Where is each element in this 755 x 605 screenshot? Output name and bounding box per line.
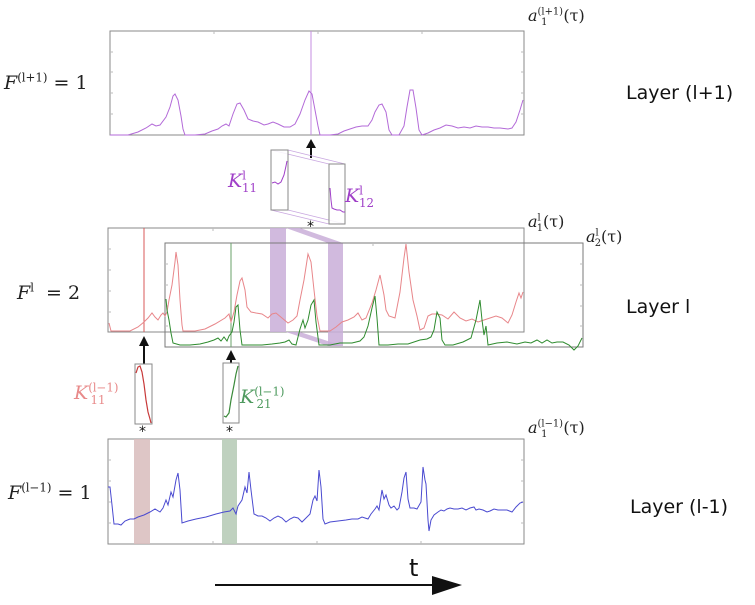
kernel-band-red xyxy=(134,439,150,544)
kernel-sup: l xyxy=(359,183,363,198)
time-axis-label: t xyxy=(409,554,419,582)
layer-label-bottom: Layer (l-1) xyxy=(630,496,729,518)
signal-sup: l xyxy=(537,212,541,224)
feature-rhs: = 2 xyxy=(46,282,81,304)
signal-a1-l xyxy=(108,243,524,332)
convolution-symbol-red: * xyxy=(139,424,146,440)
signal-base: a xyxy=(528,6,538,25)
signal-sup: l xyxy=(595,227,599,239)
signal-a1-l-plus-1 xyxy=(110,89,524,136)
feature-sup: l xyxy=(30,280,34,295)
feature-rhs: = 1 xyxy=(57,482,92,504)
plot-layer-mid-a1 xyxy=(107,227,525,333)
signal-sub: 2 xyxy=(594,238,602,250)
kernel-band-green xyxy=(222,439,237,544)
signal-sup: (l+1) xyxy=(537,6,564,18)
kernel-sub: 11 xyxy=(90,392,106,407)
arrow-red-kernel-up xyxy=(139,336,149,364)
signal-arg: (τ) xyxy=(563,6,585,25)
convolution-symbol-green: * xyxy=(226,424,233,440)
plot-layer-top xyxy=(109,30,525,136)
feature-rhs: = 1 xyxy=(53,72,88,94)
feature-symbol: F xyxy=(8,482,22,504)
signal-label-a1-top: a(l+1)1 (τ) xyxy=(528,6,585,29)
signal-a1-l-minus-1 xyxy=(108,466,524,532)
kernel-sub: 21 xyxy=(256,396,272,411)
feature-count-label-bottom: F(l−1) = 1 xyxy=(8,482,92,504)
signal-label-a2-mid: al2(τ) xyxy=(586,227,623,250)
kernel-red xyxy=(134,363,153,425)
signal-arg: (τ) xyxy=(543,212,565,231)
kernel-base: K xyxy=(345,185,360,207)
signal-sup: (l−1) xyxy=(537,418,564,430)
arrow-green-kernel-up xyxy=(226,350,236,364)
plot-layer-bottom xyxy=(107,438,525,545)
kernel-sub: 12 xyxy=(358,195,374,210)
time-axis-arrow xyxy=(215,576,462,595)
signal-sub: 1 xyxy=(541,429,548,441)
kernel-base: K xyxy=(74,382,89,404)
kernel-label-K21-l-minus-1: K(l−1)21 xyxy=(240,386,285,411)
kernel-pair-top xyxy=(270,149,346,225)
kernel-green xyxy=(222,362,240,424)
signal-base: a xyxy=(528,418,538,437)
kernel-bands-top xyxy=(270,228,343,346)
kernel-box-K12-l xyxy=(328,163,346,225)
layer-label-top: Layer (l+1) xyxy=(626,82,734,104)
signal-a2-l xyxy=(165,295,583,351)
kernel-sup: (l−1) xyxy=(88,380,119,395)
kernel-base: K xyxy=(240,386,255,408)
feature-sup: (l+1) xyxy=(17,70,48,85)
plot-layer-mid-a2 xyxy=(164,242,584,348)
feature-sup: (l−1) xyxy=(21,480,52,495)
kernel-box-K11-l xyxy=(270,149,289,211)
kernel-base: K xyxy=(228,170,243,192)
signal-sub: 1 xyxy=(536,223,544,235)
layer-label-mid: Layer l xyxy=(626,296,691,318)
kernel-sup: l xyxy=(242,168,246,183)
feature-count-label-top: F(l+1) = 1 xyxy=(4,72,88,94)
feature-count-label-mid: Fl = 2 xyxy=(17,282,80,304)
signal-base: a xyxy=(528,212,538,231)
feature-symbol: F xyxy=(4,72,18,94)
signal-base: a xyxy=(586,227,596,246)
kernel-label-K11-l-minus-1: K(l−1)11 xyxy=(74,382,119,407)
signal-label-a1-bottom: a(l−1)1 (τ) xyxy=(528,418,585,441)
signal-label-a1-mid: al1(τ) xyxy=(528,212,565,235)
kernel-label-K12-l: Kl12 xyxy=(345,183,374,210)
kernel-sup: (l−1) xyxy=(254,384,285,399)
signal-arg: (τ) xyxy=(563,418,585,437)
signal-arg: (τ) xyxy=(601,227,623,246)
kernel-label-K11-l: Kl11 xyxy=(228,168,257,195)
convolution-symbol-top: * xyxy=(307,219,314,235)
kernel-sub: 11 xyxy=(241,180,257,195)
signal-sub: 1 xyxy=(541,17,548,29)
feature-symbol: F xyxy=(17,282,31,304)
